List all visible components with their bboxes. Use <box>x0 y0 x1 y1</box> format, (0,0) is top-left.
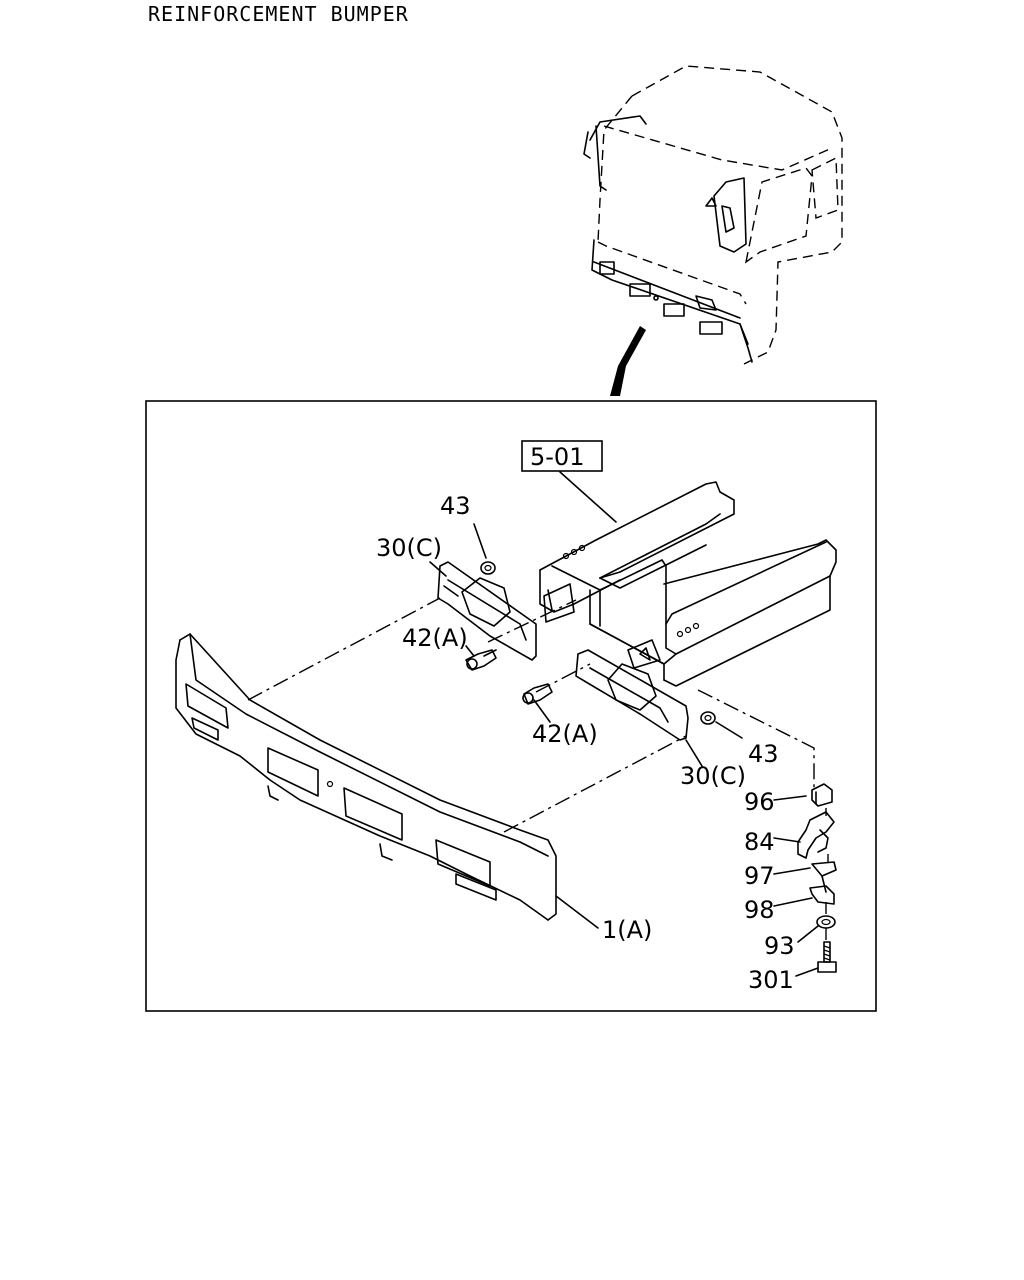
part-84-label: 84 <box>744 828 775 856</box>
part-301-label: 301 <box>748 966 794 994</box>
reference-box <box>521 440 603 472</box>
nut-43-lower-label: 43 <box>748 740 779 768</box>
bolt-42a-lower-label: 42(A) <box>532 720 598 748</box>
truck-cab-illustration <box>583 65 843 396</box>
part-93-label: 93 <box>764 932 795 960</box>
chassis-frame <box>539 481 837 687</box>
pointer-wedge <box>610 326 646 396</box>
detail-frame <box>145 400 877 1012</box>
bracket-30c-lower-label: 30(C) <box>680 762 746 790</box>
bumper-part <box>175 633 557 921</box>
upper-bracket-assembly <box>437 561 537 671</box>
bracket-30c-upper-label: 30(C) <box>376 534 442 562</box>
bumper-1a-label: 1(A) <box>602 916 652 944</box>
ref-5-01-label: 5-01 <box>530 443 584 471</box>
tow-hook-assembly <box>797 783 837 973</box>
lower-bracket-assembly <box>522 649 716 741</box>
leader-lines <box>247 471 829 977</box>
part-97-label: 97 <box>744 862 775 890</box>
part-96-label: 96 <box>744 788 775 816</box>
bolt-42a-upper-label: 42(A) <box>402 624 468 652</box>
nut-43-upper-label: 43 <box>440 492 471 520</box>
part-98-label: 98 <box>744 896 775 924</box>
page-title: REINFORCEMENT BUMPER <box>148 2 409 26</box>
